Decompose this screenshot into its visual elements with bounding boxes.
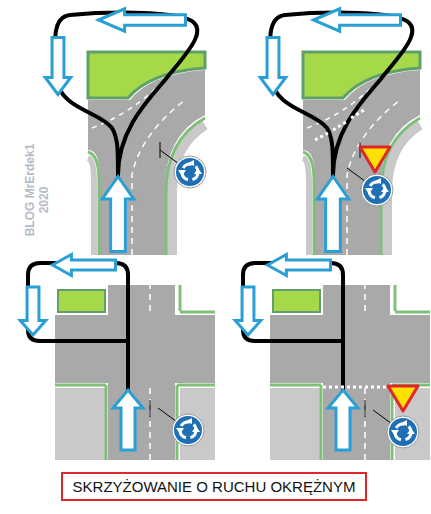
roundabout-panel (45, 9, 206, 255)
watermark: BLOG MrErdek1 (23, 144, 37, 237)
roundabout-yield-panel (260, 9, 420, 255)
watermark: 2020 (37, 187, 51, 214)
caption-box: SKRZYŻOWANIE O RUCHU OKRĘŻNYM (61, 472, 368, 501)
crossroads-panel (20, 255, 215, 461)
crossroads-yield-panel (235, 255, 430, 461)
caption-text: SKRZYŻOWANIE O RUCHU OKRĘŻNYM (73, 478, 356, 495)
